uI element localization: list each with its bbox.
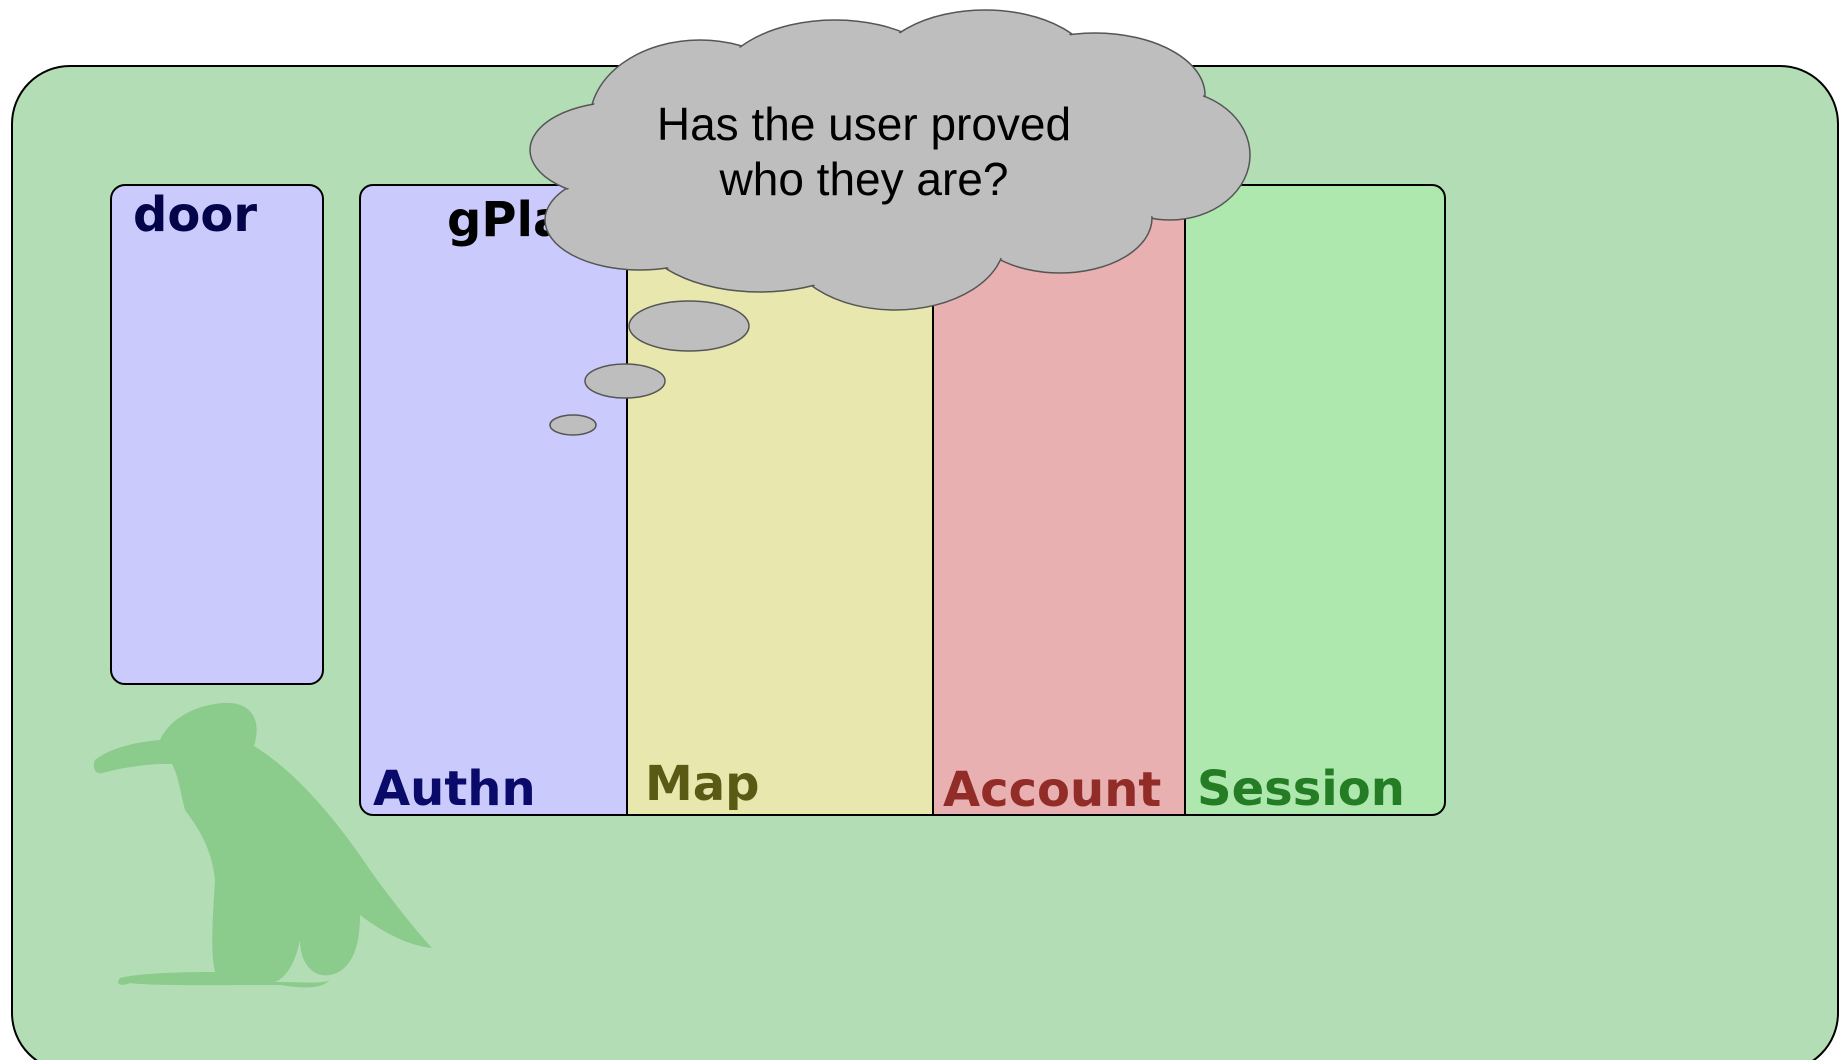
authn-column [360,185,627,815]
thought-dot-large [628,300,750,352]
gplazma-box: gPla Authn Map Account Session [359,184,1446,818]
authn-label: Authn [373,761,536,817]
door-box [110,184,324,685]
bird-silhouette-icon [93,702,433,988]
thought-cloud-icon: Has the user proved who they are? [529,9,1251,436]
thought-dot-medium [584,363,666,399]
thought-dot-small [549,414,597,436]
map-label: Map [645,756,760,812]
account-column [933,185,1185,815]
session-label: Session [1197,761,1405,817]
thought-text-line-1: Has the user proved [657,98,1071,150]
thought-text-line-2: who they are? [719,153,1009,205]
session-column [1185,185,1445,815]
door-label: door [133,187,257,243]
account-label: Account [943,762,1161,818]
